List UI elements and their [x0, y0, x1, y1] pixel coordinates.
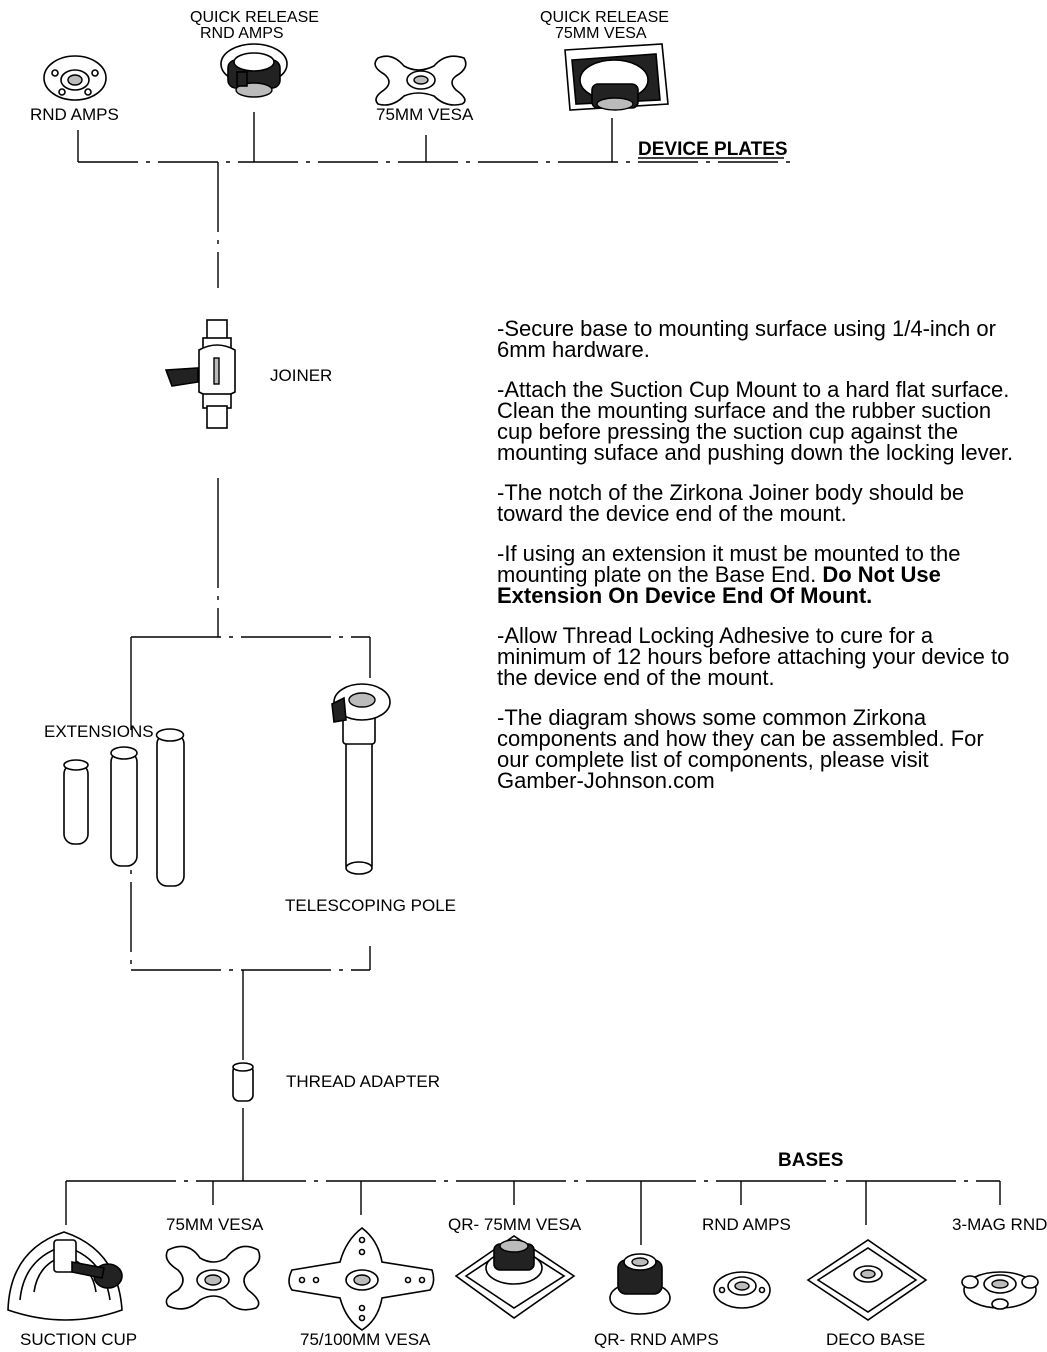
- device-plate-label-qr-rnd-amps-1: QUICK RELEASE: [190, 9, 319, 26]
- qr-vesa-75mm-base-icon: [454, 1235, 576, 1319]
- base-label-3-mag-rnd: 3-MAG RND: [952, 1215, 1047, 1234]
- round-amps-base-icon: [713, 1271, 771, 1309]
- base-label-rnd-amps: RND AMPS: [702, 1215, 791, 1234]
- vesa-75-100mm-base-icon: [288, 1226, 435, 1331]
- joiner-label: JOINER: [270, 366, 332, 385]
- bases-heading: BASES: [778, 1150, 843, 1171]
- instruction-2: -Attach the Suction Cup Mount to a hard …: [497, 377, 1014, 465]
- connector-lines: [65, 112, 1001, 1245]
- telescoping-pole-icon: [331, 683, 391, 875]
- instructions: -Secure base to mounting surface using 1…: [497, 318, 1017, 810]
- vesa-75mm-base-icon: [165, 1245, 261, 1311]
- instruction-5: -Allow Thread Locking Adhesive to cure f…: [497, 623, 1010, 690]
- three-mag-round-base-icon: [961, 1271, 1039, 1310]
- round-amps-plate-icon: [43, 55, 107, 101]
- qr-round-amps-base-icon: [609, 1253, 671, 1315]
- device-plate-label-qr-75mm-vesa-2: 75MM VESA: [555, 25, 647, 42]
- base-label-suction-cup: SUCTION CUP: [20, 1330, 137, 1349]
- suction-cup-base-icon: [7, 1231, 123, 1321]
- base-label-75-100mm-vesa: 75/100MM VESA: [300, 1330, 431, 1349]
- instruction-4-warning: Do Not Use Extension On Device End Of Mo…: [497, 562, 941, 608]
- base-label-qr-rnd-amps: QR- RND AMPS: [594, 1330, 719, 1349]
- joiner-icon: [164, 319, 236, 429]
- device-plates-heading: DEVICE PLATES: [638, 139, 788, 160]
- device-plate-label-75mm-vesa: 75MM VESA: [376, 105, 474, 124]
- thread-adapter-icon: [232, 1062, 254, 1102]
- base-label-deco-base: DECO BASE: [826, 1330, 925, 1349]
- quick-release-round-amps-icon: [220, 43, 288, 98]
- vesa-75mm-plate-icon: [374, 55, 467, 106]
- instruction-4: -If using an extension it must be mounte…: [497, 541, 961, 608]
- telescoping-pole-label: TELESCOPING POLE: [285, 896, 456, 915]
- quick-release-vesa-75mm-icon: [564, 43, 669, 111]
- instruction-6: -The diagram shows some common Zirkona c…: [497, 705, 984, 793]
- instruction-1: -Secure base to mounting surface using 1…: [497, 316, 996, 362]
- deco-base-icon: [806, 1239, 928, 1321]
- instruction-3: -The notch of the Zirkona Joiner body sh…: [497, 480, 965, 526]
- base-label-75mm-vesa: 75MM VESA: [166, 1215, 264, 1234]
- extension-tubes-icon: [63, 728, 185, 887]
- device-plate-label-qr-75mm-vesa-1: QUICK RELEASE: [540, 9, 669, 26]
- extensions-label: EXTENSIONS: [44, 722, 154, 741]
- thread-adapter-label: THREAD ADAPTER: [286, 1072, 440, 1091]
- device-plate-label-qr-rnd-amps-2: RND AMPS: [200, 25, 284, 42]
- base-label-qr-75mm-vesa: QR- 75MM VESA: [448, 1215, 582, 1234]
- device-plate-label-rnd-amps: RND AMPS: [30, 105, 119, 124]
